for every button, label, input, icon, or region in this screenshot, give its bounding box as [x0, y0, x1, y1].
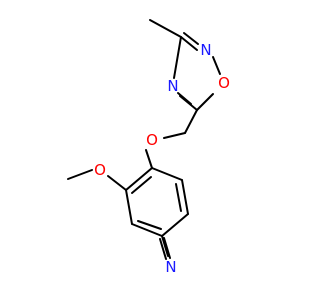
atom-o-ring: O: [218, 74, 230, 92]
bond-c3-o-methoxy: [107, 175, 127, 191]
bond-c6-c5-inner: [175, 183, 182, 212]
bond-c6-c5: [181, 179, 189, 215]
bond-c4-c3: [125, 167, 153, 191]
atom-n-top: N: [200, 41, 211, 59]
bond-c4-c3-inner: [131, 176, 152, 194]
bond-ch2-o: [163, 132, 186, 139]
bond-n4-c3: [173, 36, 182, 79]
atom-o-methoxy: O: [94, 161, 106, 179]
bond-c5-c4: [151, 167, 183, 181]
bond-cn-triple-b: [159, 238, 167, 260]
bond-c5-n4-double: [177, 92, 192, 105]
bond-o-c4: [145, 149, 153, 169]
bond-c3-c2: [125, 189, 133, 225]
bond-methyl-c3: [149, 19, 182, 38]
atom-labels: N N O O O N: [94, 41, 230, 276]
bond-c3-n2: [180, 36, 198, 51]
bond-n2-o1: [212, 56, 221, 75]
bond-o1-c5: [196, 93, 214, 111]
molecule-structure: N N O O O N: [67, 19, 230, 276]
bond-c1-c6: [161, 213, 189, 237]
bond-c2-c1: [131, 223, 163, 237]
bond-c1-cn: [161, 235, 169, 257]
bond-o-ch3: [67, 169, 93, 180]
bond-c2-c1-inner: [137, 220, 162, 230]
atom-n-nitrile: N: [165, 258, 176, 276]
bond-c3-n2-double: [183, 32, 199, 45]
bond-cn-triple-a: [163, 237, 171, 259]
bonds: [67, 19, 221, 260]
atom-o-ether: O: [146, 131, 158, 149]
atom-n-left: N: [167, 77, 178, 95]
bond-c5-ch2: [184, 109, 198, 134]
